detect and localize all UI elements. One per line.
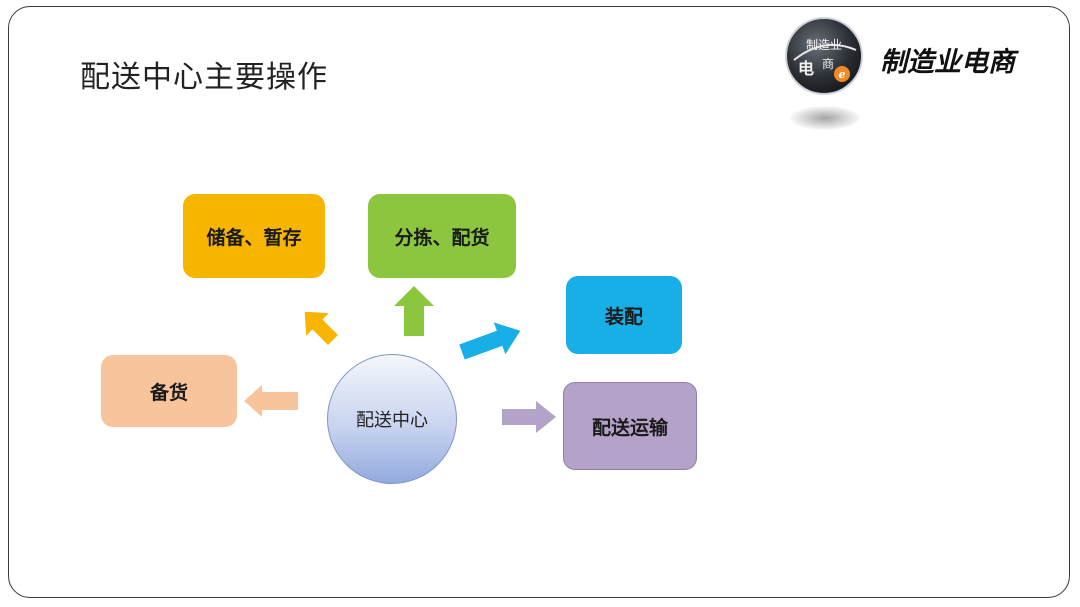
node-assembly: 装配 <box>566 276 682 354</box>
slide-frame <box>8 6 1070 598</box>
arrow-to-sorting <box>394 286 434 336</box>
arrow-to-assembly <box>459 322 521 360</box>
logo-text-right: 商 <box>822 56 834 71</box>
center-node: 配送中心 <box>327 354 457 484</box>
brand-name: 制造业电商 <box>880 47 1015 78</box>
arrow-to-delivery <box>502 401 556 433</box>
arrow-to-storage <box>304 311 338 345</box>
page-title: 配送中心主要操作 <box>80 60 328 95</box>
arrow-to-stocking <box>244 385 298 417</box>
logo-text-left: 电 <box>798 59 814 78</box>
node-sorting: 分拣、配货 <box>368 194 516 278</box>
logo-shadow <box>790 106 860 130</box>
node-storage: 储备、暂存 <box>183 194 325 278</box>
brand-logo-icon: 制造业 电 商 e <box>785 17 863 95</box>
svg-text:e: e <box>839 68 846 81</box>
node-stocking: 备货 <box>101 355 237 427</box>
logo-text-top: 制造业 <box>806 38 842 52</box>
node-delivery: 配送运输 <box>563 382 697 470</box>
